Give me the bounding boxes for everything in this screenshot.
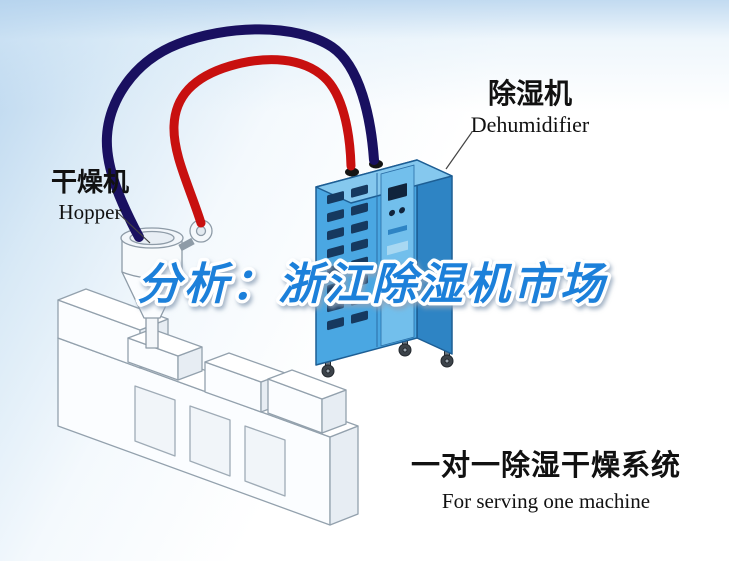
vent-grid <box>327 184 368 331</box>
title-overlay: 分析：浙江除湿机市场 <box>137 260 608 309</box>
dehumidifier-label-en: Dehumidifier <box>470 112 590 138</box>
extruder-front-panels <box>134 385 286 497</box>
caption-en: For serving one machine <box>441 489 651 514</box>
caption: 一对一除湿干燥系统 For serving one machine <box>400 450 692 513</box>
dehumidifier-illustration <box>315 159 454 378</box>
dehumidifier-label-cn: 除湿机 <box>487 78 572 109</box>
extruder-illustration <box>57 288 359 526</box>
hose-fitting-left <box>345 167 359 177</box>
hopper-neck <box>145 315 159 349</box>
hopper-label-en: Hopper <box>58 199 122 224</box>
panel-button <box>389 209 395 217</box>
panel-display <box>388 183 407 201</box>
pipe-navy <box>101 24 379 242</box>
blower-hub <box>195 225 207 237</box>
hopper-label-cn: 干燥机 <box>50 167 129 197</box>
dehumidifier-label: 除湿机 Dehumidifier <box>450 78 610 137</box>
label-line-hopper <box>116 211 151 244</box>
panel-slot <box>388 224 407 236</box>
dehumidifier-side-face <box>416 159 453 355</box>
blower-duct <box>178 237 195 252</box>
panel-sticker <box>387 240 408 256</box>
hopper-body <box>121 237 183 279</box>
pipe-red <box>169 55 356 228</box>
panel-button <box>399 207 405 214</box>
control-panel <box>380 164 415 347</box>
caption-cn: 一对一除湿干燥系统 <box>410 450 681 482</box>
extruder-right-block <box>267 369 347 434</box>
hopper-label: 干燥机 Hopper <box>40 167 140 224</box>
extruder-base-side <box>329 425 359 526</box>
label-line-dehumidifier <box>445 131 473 170</box>
